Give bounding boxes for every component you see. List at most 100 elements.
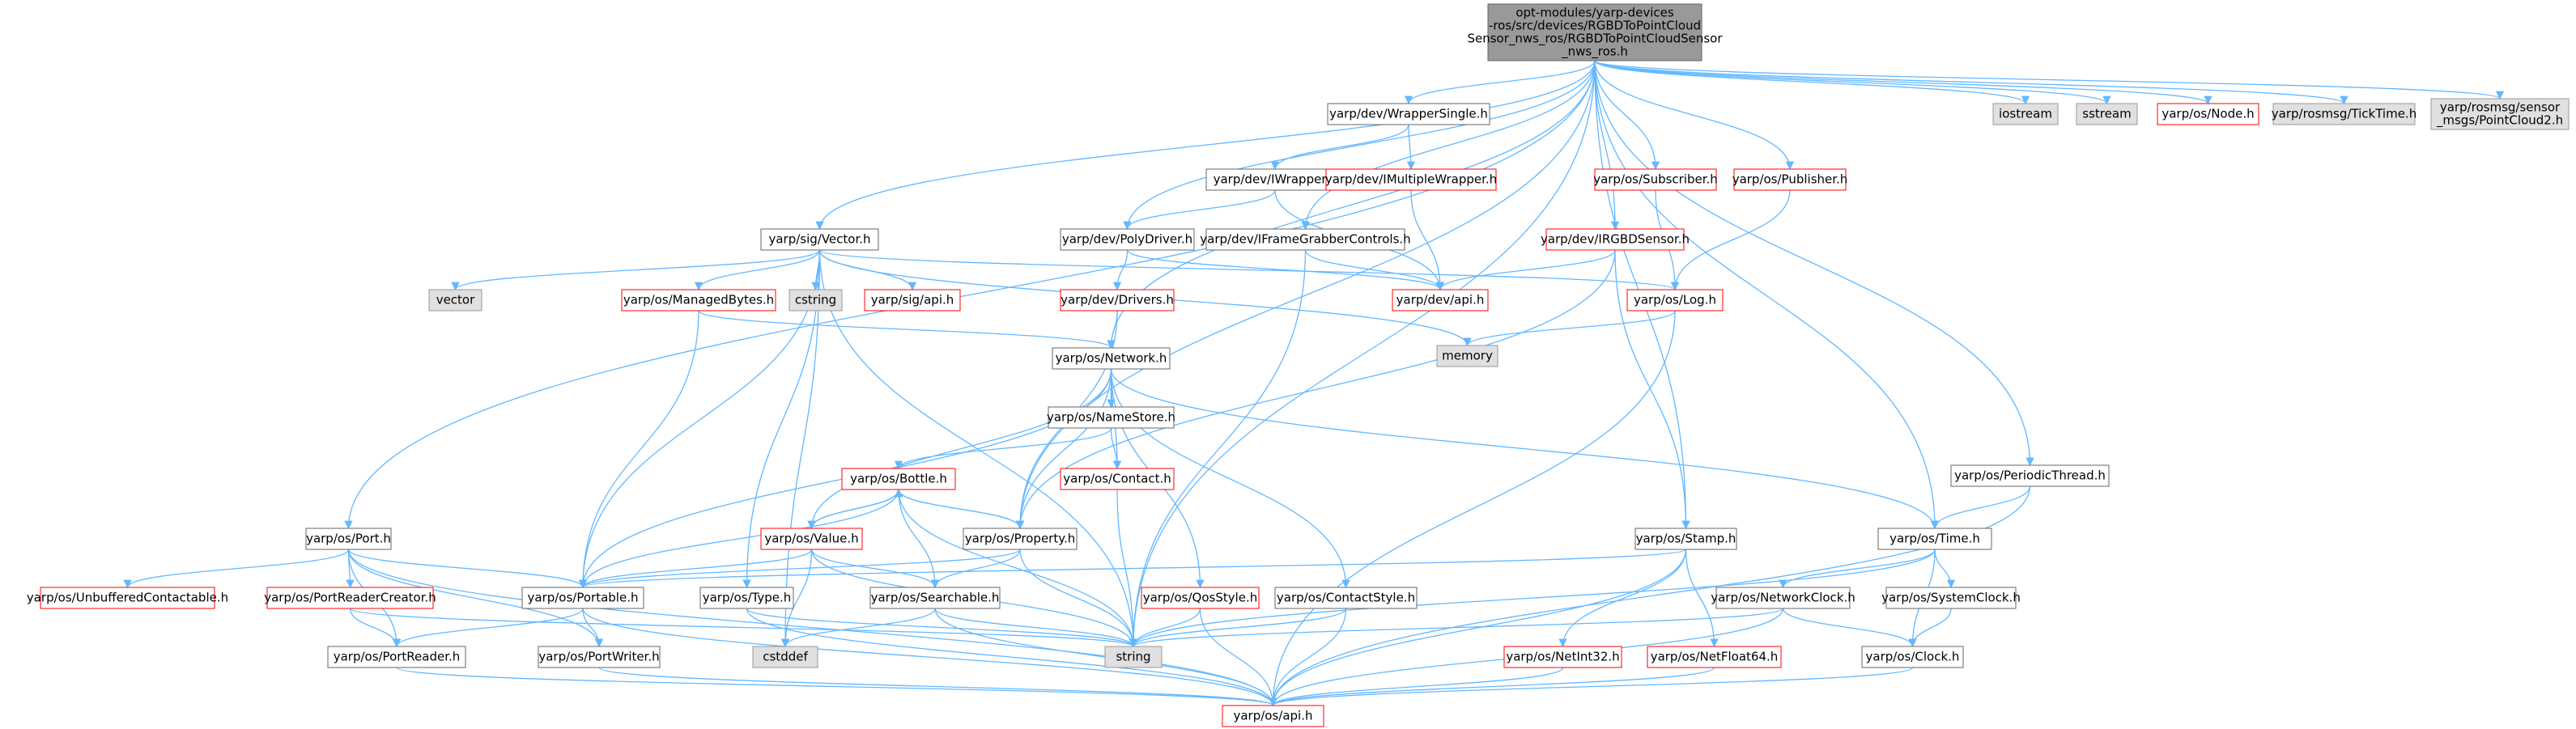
node-periodicThread[interactable]: yarp/os/PeriodicThread.h xyxy=(1950,464,2110,487)
node-label: yarp/os/PortWriter.h xyxy=(538,650,659,664)
node-layer: opt-modules/yarp-devices-ros/src/devices… xyxy=(27,3,2570,727)
node-portReader[interactable]: yarp/os/PortReader.h xyxy=(327,646,466,668)
node-label: yarp/os/api.h xyxy=(1233,709,1312,723)
node-time[interactable]: yarp/os/Time.h xyxy=(1877,528,1992,550)
node-label: yarp/sig/api.h xyxy=(871,293,954,307)
node-box xyxy=(327,646,466,668)
node-polyDriver[interactable]: yarp/dev/PolyDriver.h xyxy=(1060,228,1195,251)
edge-arrow xyxy=(1015,249,1616,530)
edge-arrow xyxy=(347,549,588,589)
edge-type-to-string xyxy=(746,608,1138,648)
edge-arrow xyxy=(1270,124,1409,171)
edge-arrow xyxy=(1930,485,2031,530)
edge-nameStore-to-bottle xyxy=(894,427,1112,470)
node-wrapperSingle[interactable]: yarp/dev/WrapperSingle.h xyxy=(1327,103,1490,125)
edge-stamp-to-osApi xyxy=(1269,549,1687,707)
node-label: yarp/os/Value.h xyxy=(764,532,858,546)
node-systemClock[interactable]: yarp/os/SystemClock.h xyxy=(1881,587,2021,609)
node-iMultiple[interactable]: yarp/dev/IMultipleWrapper.h xyxy=(1325,168,1497,191)
node-box xyxy=(538,646,661,668)
edge-arrow xyxy=(347,549,1277,707)
node-node[interactable]: yarp/os/Node.h xyxy=(2157,103,2259,125)
node-vector: vector xyxy=(428,289,482,312)
node-publisher[interactable]: yarp/os/Publisher.h xyxy=(1732,168,1848,191)
edge-arrow xyxy=(123,549,350,589)
edge-bottle-to-string xyxy=(898,489,1138,648)
edge-arrow xyxy=(746,608,1277,707)
node-type[interactable]: yarp/os/Type.h xyxy=(699,587,794,609)
node-searchable[interactable]: yarp/os/Searchable.h xyxy=(869,587,1001,609)
node-portReaderCreator[interactable]: yarp/os/PortReaderCreator.h xyxy=(264,587,436,609)
edge-arrow xyxy=(578,549,813,589)
node-iRGBD[interactable]: yarp/dev/IRGBDSensor.h xyxy=(1541,228,1690,251)
node-managedBytes[interactable]: yarp/os/ManagedBytes.h xyxy=(621,289,776,312)
node-label: yarp/os/Portable.h xyxy=(528,591,639,605)
node-osApi[interactable]: yarp/os/api.h xyxy=(1222,705,1324,727)
node-box xyxy=(1274,587,1418,609)
node-portable[interactable]: yarp/os/Portable.h xyxy=(521,587,644,609)
edge-wrapperSingle-to-iWrapper xyxy=(1270,124,1409,171)
edge-polyDriver-to-drivers xyxy=(1112,249,1129,291)
node-box xyxy=(1052,347,1171,370)
edge-arrow xyxy=(818,249,1138,648)
node-box xyxy=(841,468,956,490)
node-portWriter[interactable]: yarp/os/PortWriter.h xyxy=(538,646,661,668)
node-root[interactable]: opt-modules/yarp-devices-ros/src/devices… xyxy=(1467,3,1723,61)
edge-root-to-sstream xyxy=(1594,60,2111,105)
edge-iRGBD-to-stamp xyxy=(1614,249,1690,530)
node-box xyxy=(1060,468,1175,490)
edge-property-to-searchable xyxy=(930,549,1021,589)
node-box xyxy=(1048,406,1175,429)
edge-networkClock-to-string xyxy=(1129,608,1784,648)
edge-arrow xyxy=(780,249,821,648)
node-port[interactable]: yarp/os/Port.h xyxy=(305,528,392,550)
node-box xyxy=(1634,528,1737,550)
node-iFrameGrabber[interactable]: yarp/dev/IFrameGrabberControls.h xyxy=(1200,228,1411,251)
node-iWrapper[interactable]: yarp/dev/IWrapper.h xyxy=(1205,168,1345,191)
node-sigApi[interactable]: yarp/sig/api.h xyxy=(864,289,961,312)
node-qosStyle[interactable]: yarp/os/QosStyle.h xyxy=(1141,587,1260,609)
node-label: sstream xyxy=(2082,107,2131,121)
node-network[interactable]: yarp/os/Network.h xyxy=(1052,347,1171,370)
node-networkClock[interactable]: yarp/os/NetworkClock.h xyxy=(1711,587,1855,609)
node-devApi[interactable]: yarp/dev/api.h xyxy=(1392,289,1489,312)
node-label: yarp/os/SystemClock.h xyxy=(1881,591,2021,605)
node-property[interactable]: yarp/os/Property.h xyxy=(963,528,1078,550)
node-clock[interactable]: yarp/os/Clock.h xyxy=(1861,646,1964,668)
edge-arrow xyxy=(1594,60,2504,100)
node-contact[interactable]: yarp/os/Contact.h xyxy=(1060,468,1175,490)
node-label: yarp/dev/Drivers.h xyxy=(1061,293,1174,307)
edge-arrow xyxy=(934,608,1277,707)
node-box xyxy=(1992,103,2059,125)
node-label: yarp/dev/IFrameGrabberControls.h xyxy=(1200,232,1410,247)
node-box xyxy=(760,528,863,550)
edge-root-to-iostream xyxy=(1594,60,2030,105)
node-stamp[interactable]: yarp/os/Stamp.h xyxy=(1634,528,1737,550)
edge-property-to-portable xyxy=(579,549,1021,589)
node-netInt32[interactable]: yarp/os/NetInt32.h xyxy=(1503,646,1622,668)
edge-stamp-to-portable xyxy=(579,549,1687,589)
edge-arrow xyxy=(698,310,1116,350)
edge-arrow xyxy=(818,249,1679,291)
edge-arrow xyxy=(1594,60,2034,467)
node-unbuffered[interactable]: yarp/os/UnbufferedContactable.h xyxy=(27,587,228,609)
node-bottle[interactable]: yarp/os/Bottle.h xyxy=(841,468,956,490)
node-contactStyle[interactable]: yarp/os/ContactStyle.h xyxy=(1274,587,1418,609)
edge-arrow xyxy=(898,489,1138,648)
node-subscriber[interactable]: yarp/os/Subscriber.h xyxy=(1593,168,1718,191)
node-label: yarp/os/Time.h xyxy=(1889,532,1980,546)
edge-arrow xyxy=(1129,60,1596,648)
node-value[interactable]: yarp/os/Value.h xyxy=(760,528,863,550)
node-netFloat64[interactable]: yarp/os/NetFloat64.h xyxy=(1647,646,1782,668)
node-vector_h[interactable]: yarp/sig/Vector.h xyxy=(760,228,879,251)
node-drivers[interactable]: yarp/dev/Drivers.h xyxy=(1060,289,1175,312)
edge-arrow xyxy=(578,310,699,589)
node-label: yarp/rosmsg/TickTime.h xyxy=(2272,107,2417,121)
edge-arrow xyxy=(347,549,604,648)
node-label: cstddef xyxy=(763,650,808,664)
node-nameStore[interactable]: yarp/os/NameStore.h xyxy=(1047,406,1175,429)
edge-arrow xyxy=(810,488,903,529)
edge-arrow xyxy=(1301,60,1596,231)
node-osLog[interactable]: yarp/os/Log.h xyxy=(1626,289,1724,312)
